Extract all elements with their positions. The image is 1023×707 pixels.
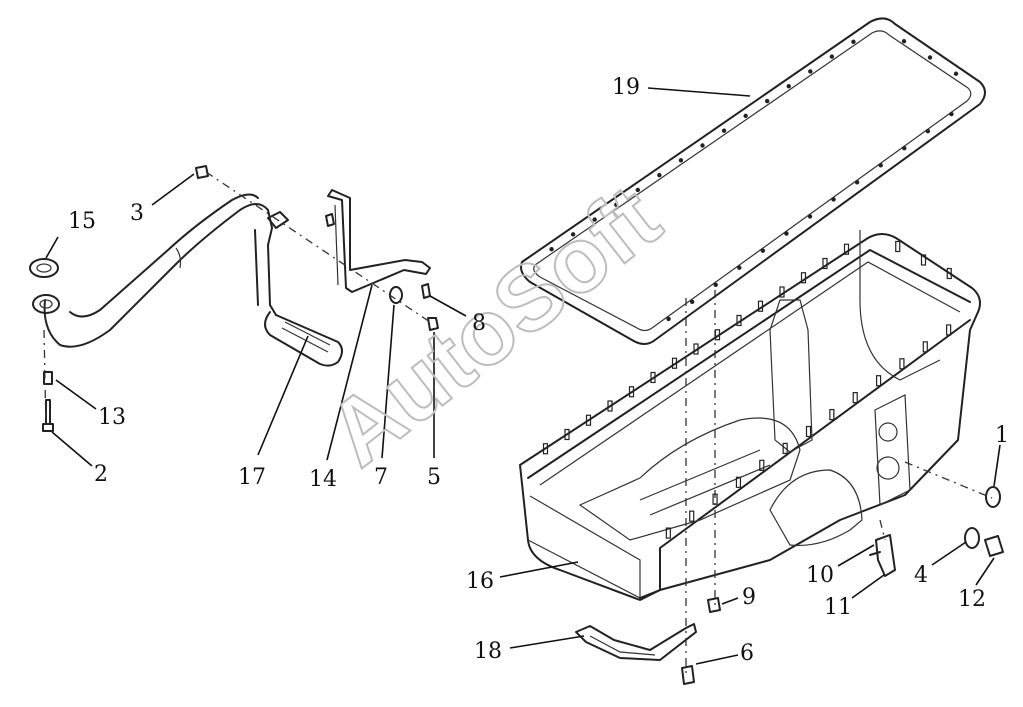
part-label-5: 5 bbox=[427, 465, 441, 490]
gasket-bolt-hole bbox=[878, 163, 883, 168]
pan-rim-stud bbox=[875, 375, 882, 387]
gasket-bolt-hole bbox=[807, 214, 813, 219]
gasket-bolt-hole bbox=[713, 282, 718, 287]
pan-rim-stud bbox=[689, 510, 695, 522]
oil-pan-part-16 bbox=[519, 230, 981, 601]
suction-tube-part-17 bbox=[29, 193, 343, 367]
part-label-3: 3 bbox=[130, 201, 144, 226]
part-label-13: 13 bbox=[98, 405, 126, 430]
pan-rim-stud bbox=[714, 329, 721, 341]
part-label-1: 1 bbox=[995, 423, 1009, 448]
rail-part-18 bbox=[575, 623, 697, 661]
gasket-bolt-hole bbox=[854, 180, 860, 185]
gasket-bolt-hole bbox=[737, 265, 742, 270]
gasket-bolt-hole bbox=[592, 217, 597, 222]
pan-rim-stud bbox=[782, 442, 788, 455]
fasteners bbox=[42, 165, 1004, 685]
pan-rim-stud bbox=[899, 358, 905, 370]
gasket-bolt-hole bbox=[549, 246, 554, 252]
part-labels: 1 2 3 4 5 6 7 8 9 10 11 12 13 14 15 16 1… bbox=[68, 75, 1009, 666]
part-label-14: 14 bbox=[309, 467, 337, 492]
part-label-8: 8 bbox=[472, 311, 486, 336]
pan-rim-stud bbox=[822, 257, 828, 270]
gasket-bolt-hole bbox=[743, 113, 748, 119]
leader-lines bbox=[45, 87, 1001, 665]
part-label-7: 7 bbox=[374, 465, 388, 490]
watermark: AutoSoft bbox=[310, 166, 679, 485]
pan-rim-stud bbox=[650, 371, 656, 384]
gasket-bolt-hole bbox=[808, 69, 813, 74]
pan-rim-stud bbox=[607, 400, 613, 412]
part-label-11: 11 bbox=[824, 595, 852, 620]
pan-rim-stud bbox=[852, 392, 858, 404]
gasket-bolt-hole bbox=[570, 232, 576, 237]
part-label-17: 17 bbox=[238, 465, 266, 490]
pan-rim-stud bbox=[800, 272, 807, 284]
gasket-bolt-hole bbox=[831, 197, 836, 202]
pan-rim-stud bbox=[585, 414, 592, 426]
pan-rim-stud bbox=[628, 386, 635, 398]
pan-rim-stud bbox=[693, 343, 699, 355]
gasket-ring-part-15 bbox=[29, 258, 59, 278]
gasket-bolt-hole bbox=[666, 316, 671, 322]
pan-rim-stud bbox=[922, 341, 928, 353]
gasket-bolt-hole bbox=[657, 172, 662, 178]
part-label-16: 16 bbox=[466, 569, 494, 594]
gasket-part-19 bbox=[520, 17, 986, 345]
part-label-4: 4 bbox=[914, 563, 928, 588]
gasket-bolt-hole bbox=[927, 55, 933, 60]
gasket-bolt-hole bbox=[700, 143, 705, 148]
part-label-15: 15 bbox=[68, 209, 96, 234]
pan-rim-stud bbox=[542, 443, 549, 455]
gasket-bolt-hole bbox=[760, 248, 766, 253]
gasket-bolt-hole bbox=[678, 158, 684, 163]
part-label-18: 18 bbox=[474, 639, 502, 664]
gasket-bolt-hole bbox=[925, 128, 931, 134]
gasket-bolt-hole bbox=[901, 39, 907, 44]
gasket-bolt-hole bbox=[786, 84, 791, 89]
gasket-bolt-hole bbox=[953, 71, 959, 76]
part-label-9: 9 bbox=[742, 585, 756, 610]
pan-rim-stud bbox=[736, 314, 742, 327]
pan-rim-stud bbox=[735, 476, 742, 488]
gasket-bolt-hole bbox=[949, 111, 954, 117]
part-label-6: 6 bbox=[740, 641, 754, 666]
part-label-19: 19 bbox=[612, 75, 640, 100]
pan-rim-stud bbox=[564, 428, 570, 441]
pan-rim-stud bbox=[946, 324, 952, 336]
pan-rim-stud bbox=[946, 267, 952, 280]
gasket-bolt-hole bbox=[721, 128, 727, 133]
part-label-10: 10 bbox=[806, 563, 834, 588]
pan-rim-stud bbox=[829, 408, 835, 421]
part-label-12: 12 bbox=[958, 587, 986, 612]
gasket-bolt-hole bbox=[764, 98, 770, 104]
gasket-bolt-hole bbox=[902, 146, 907, 151]
pan-rim-stud bbox=[920, 254, 927, 266]
gasket-bolt-hole bbox=[829, 54, 835, 59]
gasket-bolt-hole bbox=[635, 187, 641, 193]
gasket-bolt-hole bbox=[689, 299, 695, 305]
pan-rim-stud bbox=[759, 459, 765, 471]
gasket-bolt-hole bbox=[614, 202, 619, 207]
gasket-bolt-hole bbox=[851, 39, 856, 45]
bracket-part-14 bbox=[327, 189, 431, 293]
pan-rim-stud bbox=[843, 243, 850, 255]
pan-rim-stud bbox=[671, 357, 678, 369]
pan-rim-stud bbox=[757, 300, 764, 312]
pan-rim-stud bbox=[805, 425, 812, 438]
gasket-bolt-hole bbox=[784, 231, 789, 236]
pan-rim-stud bbox=[665, 527, 671, 539]
pan-rim-stud bbox=[895, 240, 901, 253]
pan-rim-stud bbox=[779, 286, 785, 298]
part-label-2: 2 bbox=[94, 462, 108, 487]
alignment-lines bbox=[43, 171, 993, 675]
